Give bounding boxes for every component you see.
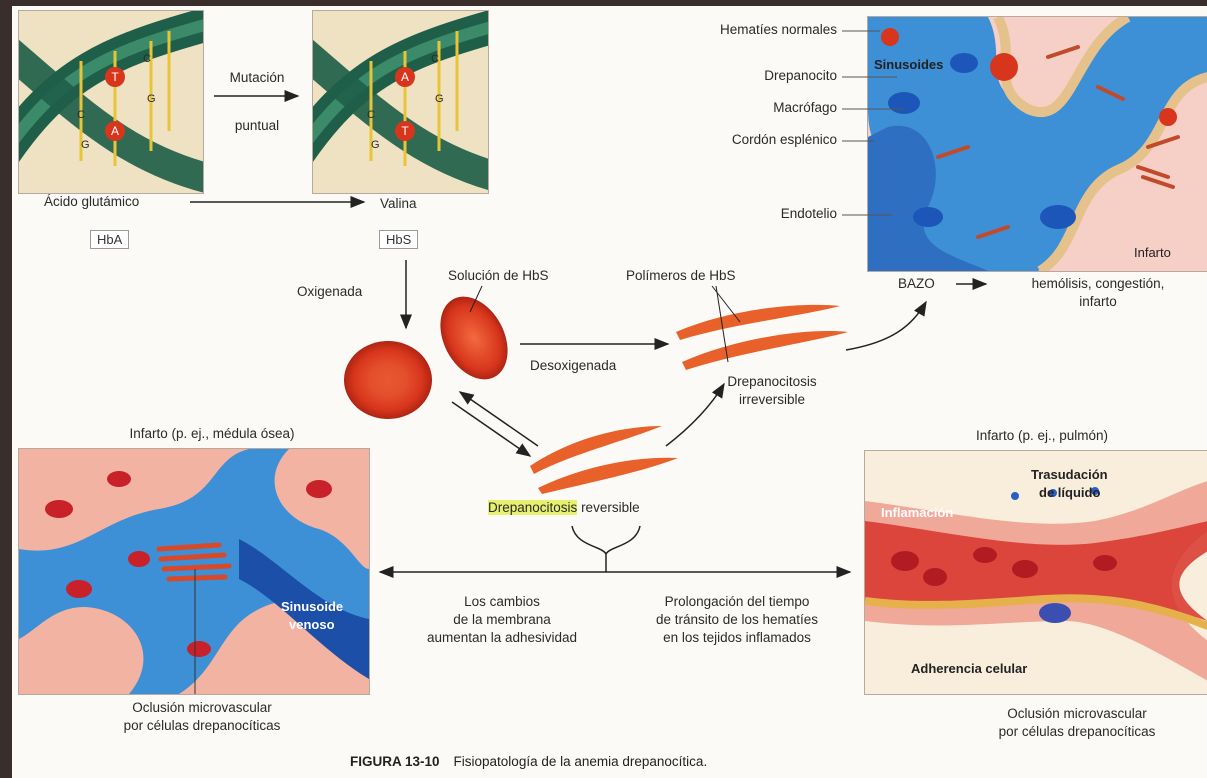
adhesion-line1: Los cambios [382, 594, 622, 610]
left-occlusion-line1: Oclusión microvascular [52, 700, 352, 716]
bazo-result-line2: infarto [988, 294, 1207, 310]
figure-sheet: C T C A G G C A C T G G Mutación puntual… [12, 6, 1207, 778]
base-label: G [371, 137, 380, 153]
figure-caption: FIGURA 13-10 Fisiopatología de la anemia … [350, 754, 707, 769]
normal-rbc [344, 341, 432, 419]
dna-helix-normal [19, 11, 203, 193]
mutation-label-top: Mutación [217, 70, 297, 86]
spleen-label-cordon: Cordón esplénico [732, 132, 837, 148]
sinusoides-label: Sinusoides [874, 57, 943, 72]
hba-box: HbA [90, 230, 129, 249]
transit-line3: en los tejidos inflamados [612, 630, 862, 646]
bone-marrow-illustration [19, 449, 369, 694]
right-occlusion-line2: por células drepanocíticas [942, 724, 1207, 740]
transit-line1: Prolongación del tiempo [612, 594, 862, 610]
spleen-illustration [868, 17, 1207, 271]
reversible-label: Drepanocitosis reversible [488, 500, 640, 516]
sinusoide-label-line2: venoso [289, 617, 335, 632]
spleen-label-macrofago: Macrófago [773, 100, 837, 116]
dna-panel-normal: C T C A G G [18, 10, 204, 194]
left-occlusion-line2: por células drepanocíticas [52, 718, 352, 734]
dna-panel-mutated: C A C T G G [312, 10, 489, 194]
right-occlusion-line1: Oclusión microvascular [942, 706, 1207, 722]
base-t-normal: T [105, 67, 125, 87]
sinusoide-label-line1: Sinusoide [281, 599, 343, 614]
left-panel-title: Infarto (p. ej., médula ósea) [42, 426, 382, 442]
base-label: G [81, 137, 90, 153]
base-label: C [367, 107, 375, 123]
base-label: C [431, 51, 439, 67]
reversible-rest: reversible [581, 500, 640, 515]
bone-marrow-panel: Sinusoide venoso [18, 448, 370, 695]
irreversible-line2: irreversible [702, 392, 842, 408]
inflamacion-label: Inflamación [881, 505, 953, 520]
lung-panel: Inflamación Trasudación de líquido Adher… [864, 450, 1207, 695]
adhesion-line2: de la membrana [382, 612, 622, 628]
adherencia-label: Adherencia celular [911, 661, 1027, 676]
oxigenada-label: Oxigenada [297, 284, 362, 300]
base-a-normal: A [105, 121, 125, 141]
polimeros-hbs-label: Polímeros de HbS [626, 268, 736, 284]
spleen-label-hematies: Hematíes normales [720, 22, 837, 38]
spleen-infarto-label: Infarto [1134, 245, 1171, 260]
base-label: C [77, 107, 85, 123]
figure-caption-text: Fisiopatología de la anemia drepanocític… [454, 754, 708, 769]
irreversible-line1: Drepanocitosis [702, 374, 842, 390]
spleen-panel: Sinusoides Infarto [867, 16, 1207, 272]
desoxigenada-label: Desoxigenada [530, 358, 616, 374]
base-label: C [143, 51, 151, 67]
lung-illustration [865, 451, 1207, 694]
acid-label: Ácido glutámico [44, 194, 139, 210]
solucion-hbs-label: Solución de HbS [448, 268, 549, 284]
transit-line2: de tránsito de los hematíes [612, 612, 862, 628]
adhesion-line3: aumentan la adhesividad [382, 630, 622, 646]
bazo-result-line1: hemólisis, congestión, [988, 276, 1207, 292]
dna-helix-mutated [313, 11, 488, 193]
mutation-label-bottom: puntual [217, 118, 297, 134]
reversible-sickle-cells [530, 426, 678, 494]
base-label: G [147, 91, 156, 107]
trasudacion-line2: de líquido [1039, 485, 1100, 500]
hbs-box: HbS [379, 230, 418, 249]
polymer-sickle-cells [676, 305, 848, 370]
spleen-label-drepanocito: Drepanocito [764, 68, 837, 84]
valine-label: Valina [380, 196, 417, 212]
trasudacion-line1: Trasudación [1031, 467, 1108, 482]
reversible-highlight: Drepanocitosis [488, 500, 577, 515]
base-t-mutated: T [395, 121, 415, 141]
bazo-label: BAZO [898, 276, 935, 292]
base-label: G [435, 91, 444, 107]
hbs-solution-cell [427, 285, 521, 391]
figure-number: FIGURA 13-10 [350, 754, 440, 769]
spleen-label-endotelio: Endotelio [781, 206, 837, 222]
base-a-mutated: A [395, 67, 415, 87]
right-panel-title: Infarto (p. ej., pulmón) [892, 428, 1192, 444]
